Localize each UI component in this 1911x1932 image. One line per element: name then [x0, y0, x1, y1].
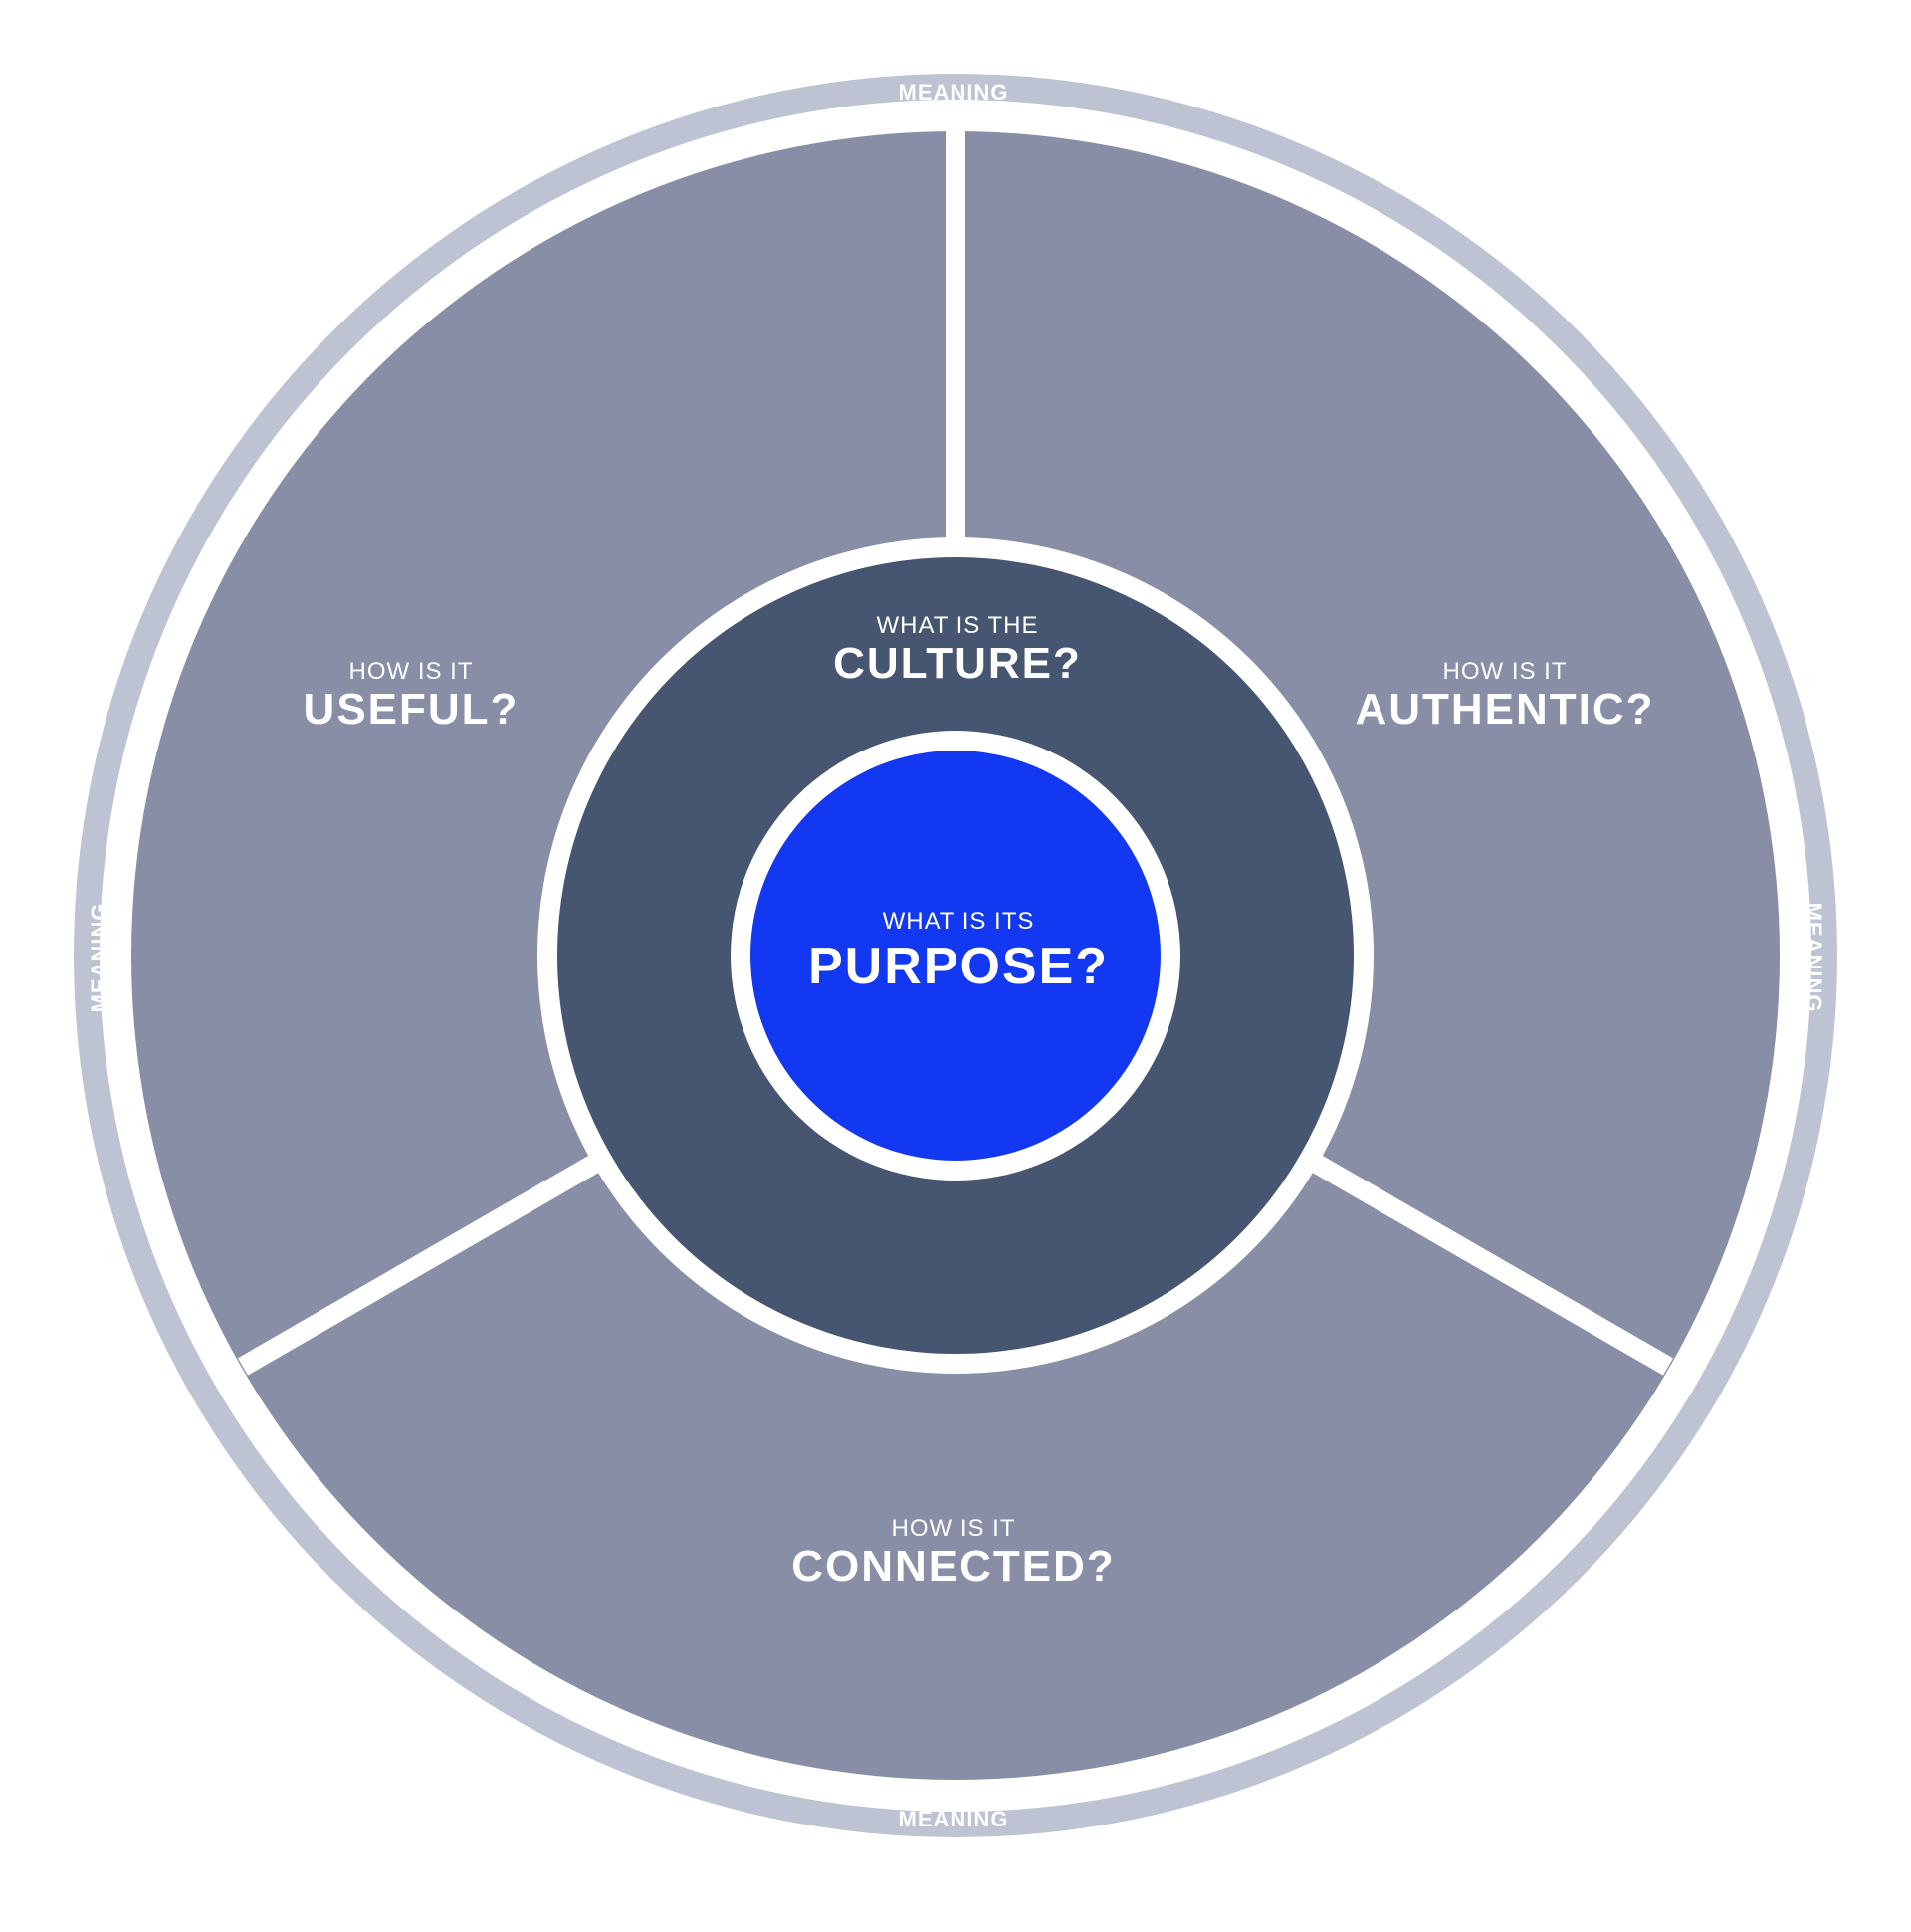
purpose-prefix: WHAT IS ITS	[883, 908, 1035, 935]
purpose-core	[750, 751, 1161, 1161]
ring-label-left: MEANING	[87, 903, 111, 1013]
purpose-title: PURPOSE?	[808, 938, 1109, 995]
separator-lower-right	[1309, 1154, 1674, 1376]
connected-prefix: HOW IS IT	[892, 1515, 1016, 1542]
useful-title: USEFUL?	[304, 685, 520, 734]
separator-lower-left	[237, 1154, 602, 1376]
ring-label-top: MEANING	[899, 80, 1009, 105]
authentic-prefix: HOW IS IT	[1443, 658, 1568, 685]
culture-title: CULTURE?	[833, 639, 1082, 688]
ring-label-bottom: MEANING	[899, 1807, 1009, 1831]
connected-title: CONNECTED?	[791, 1542, 1116, 1591]
ring-label-right: MEANING	[1802, 903, 1826, 1013]
useful-prefix: HOW IS IT	[349, 658, 474, 685]
culture-prefix: WHAT IS THE	[876, 612, 1038, 639]
authentic-title: AUTHENTIC?	[1355, 685, 1654, 734]
